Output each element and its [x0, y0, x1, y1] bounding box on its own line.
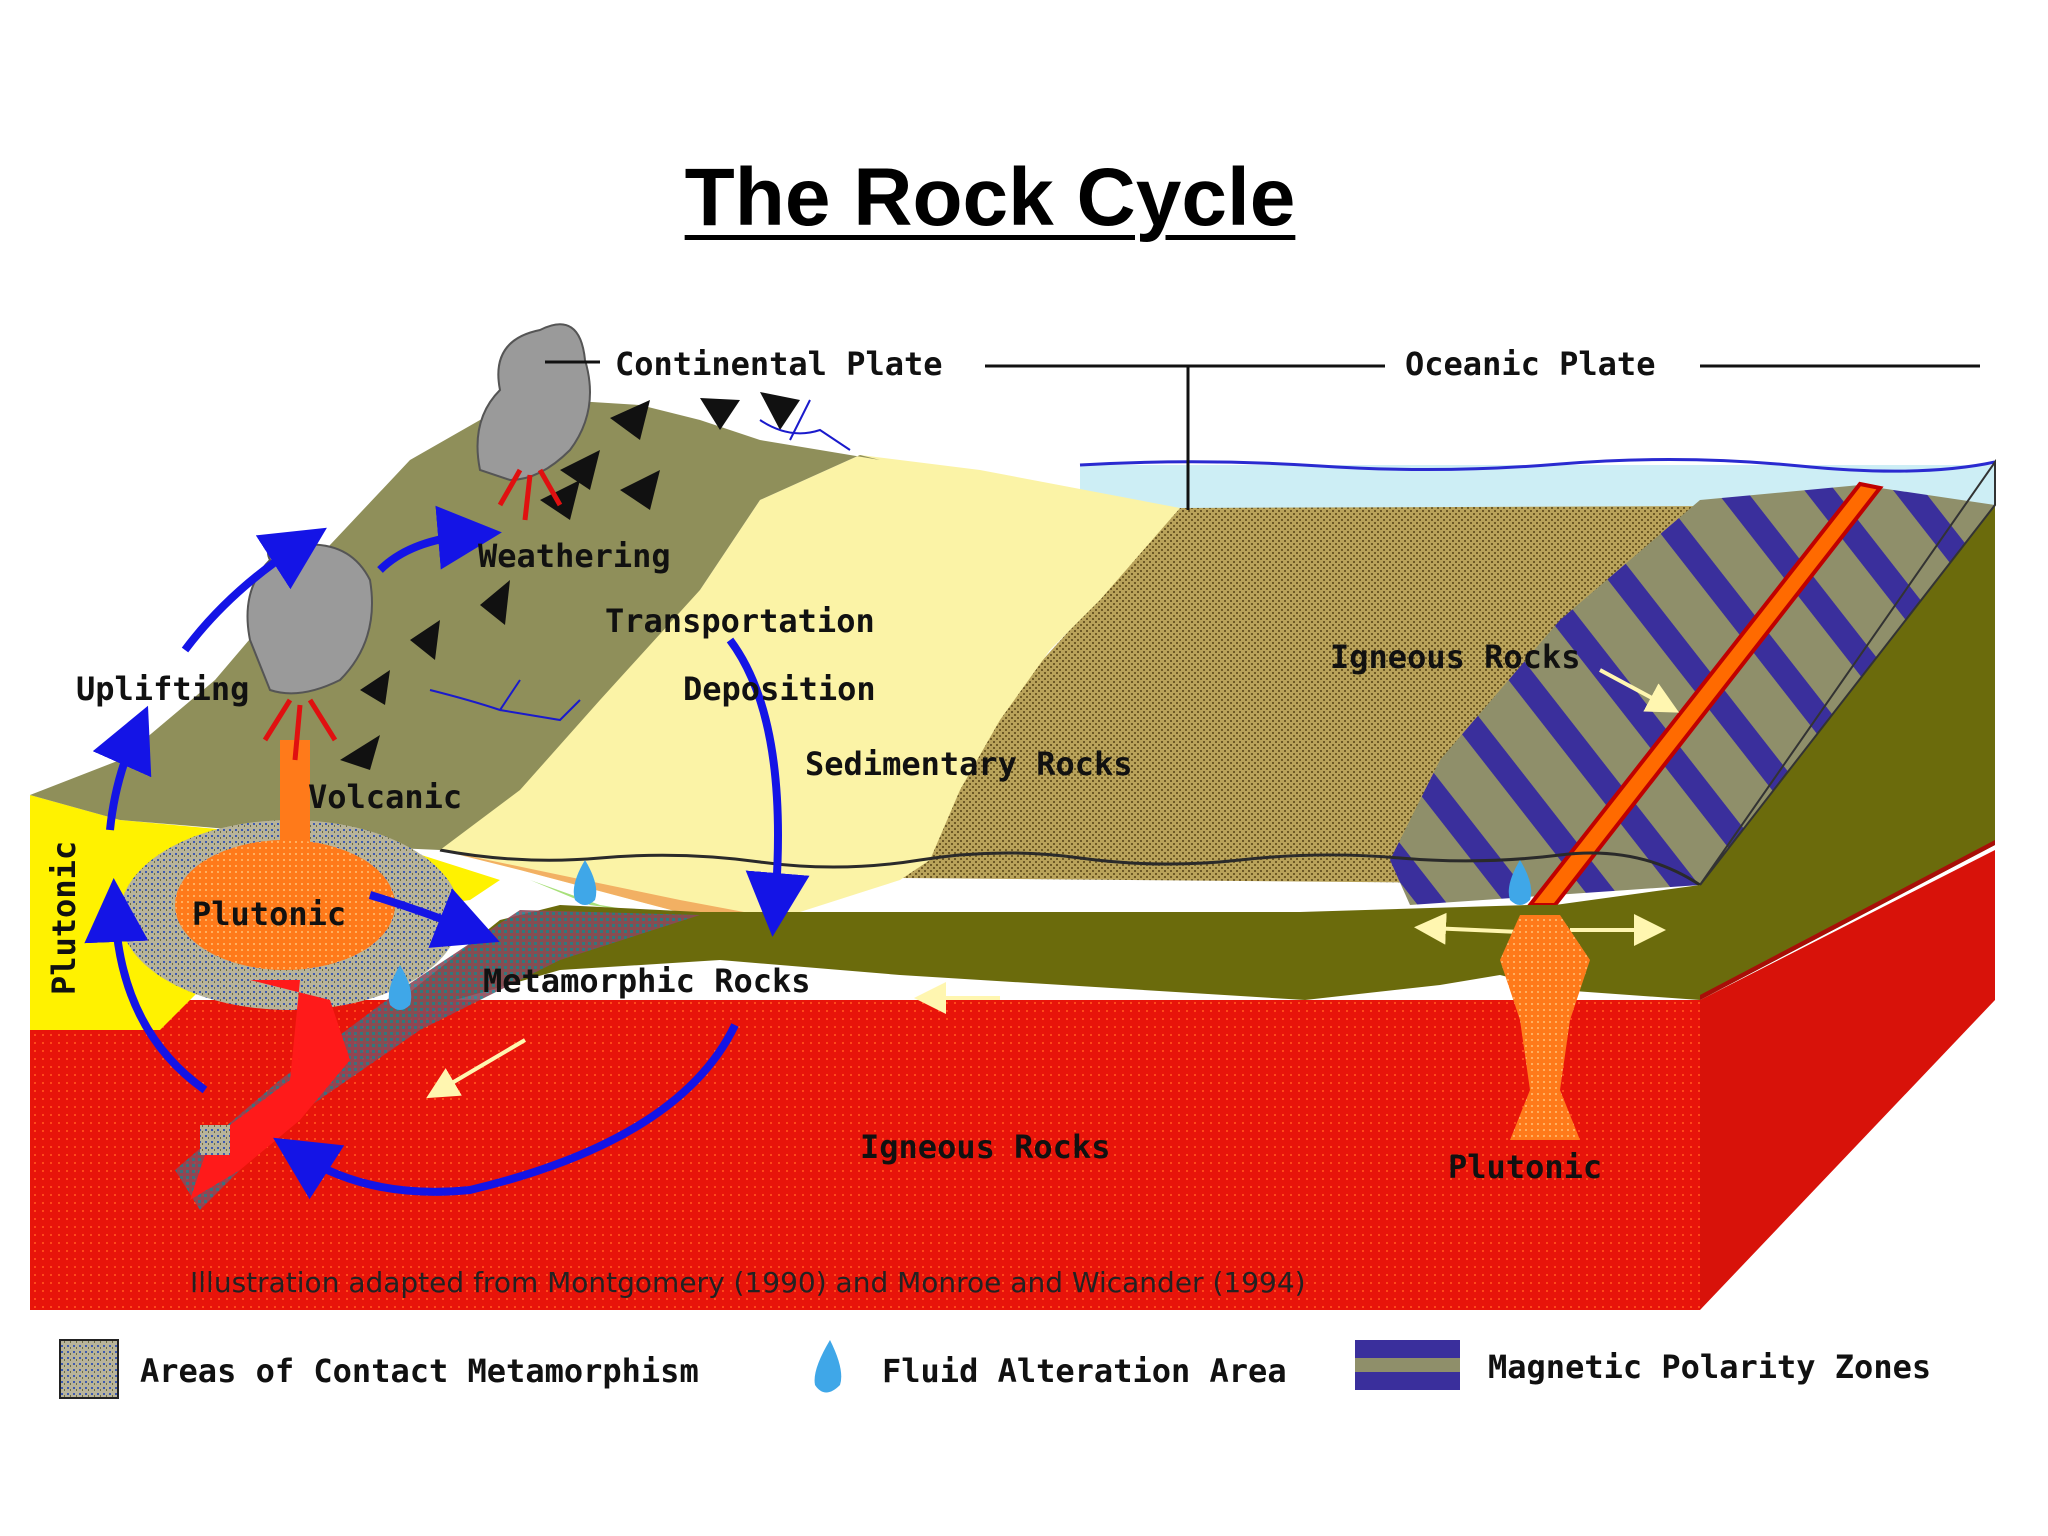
legend: Areas of Contact Metamorphism Fluid Alte… [59, 1339, 1931, 1399]
crust-right-side [1700, 505, 1995, 1000]
rivers [429, 399, 851, 722]
label-metamorphic-rocks: Metamorphic Rocks [483, 962, 811, 1000]
ridge-plume [1500, 915, 1590, 1140]
label-sedimentary-rocks: Sedimentary Rocks [805, 745, 1133, 783]
mantle-right-side [1700, 850, 1995, 1310]
page-title: The Rock Cycle [684, 152, 1296, 243]
label-volcanic: Volcanic [308, 778, 462, 816]
label-plutonic-side: Plutonic [45, 841, 83, 995]
credit-line: Illustration adapted from Montgomery (19… [190, 1266, 1306, 1299]
label-uplifting: Uplifting [76, 670, 249, 708]
contact-patch [200, 1125, 230, 1155]
flow-arrows [426, 668, 1680, 1099]
crust-front [350, 885, 1700, 1050]
continental-mountains [30, 400, 880, 850]
legend-fluid-label: Fluid Alteration Area [882, 1352, 1287, 1390]
label-oceanic-plate: Oceanic Plate [1405, 345, 1655, 383]
lava-upper [497, 468, 563, 521]
cycle-arrows [84, 505, 810, 1200]
legend-fluid-icon [814, 1340, 842, 1393]
legend-polarity-swatch [1355, 1340, 1460, 1390]
subducting-slab [175, 910, 700, 1210]
label-deposition: Deposition [683, 670, 876, 708]
label-plutonic-center: Plutonic [192, 895, 346, 933]
label-weathering: Weathering [478, 537, 671, 575]
sediment-light-surface [440, 455, 1180, 915]
label-igneous-rocks-mantle: Igneous Rocks [860, 1128, 1110, 1166]
block-top-edge [1699, 458, 1996, 886]
plutonic-chamber [175, 840, 395, 970]
fluid-drops [388, 860, 1532, 1010]
legend-contact-label: Areas of Contact Metamorphism [140, 1352, 699, 1390]
label-transportation: Transportation [605, 602, 875, 640]
label-igneous-rocks-ocean: Igneous Rocks [1330, 638, 1580, 676]
right-side-red [1700, 840, 1995, 1000]
lava-lower [262, 698, 338, 761]
label-plutonic-ridge: Plutonic [1448, 1148, 1602, 1186]
legend-polarity-label: Magnetic Polarity Zones [1488, 1348, 1931, 1386]
label-continental-plate: Continental Plate [615, 345, 943, 383]
plate-indicator-lines [545, 360, 1980, 510]
legend-contact-swatch [59, 1339, 119, 1399]
